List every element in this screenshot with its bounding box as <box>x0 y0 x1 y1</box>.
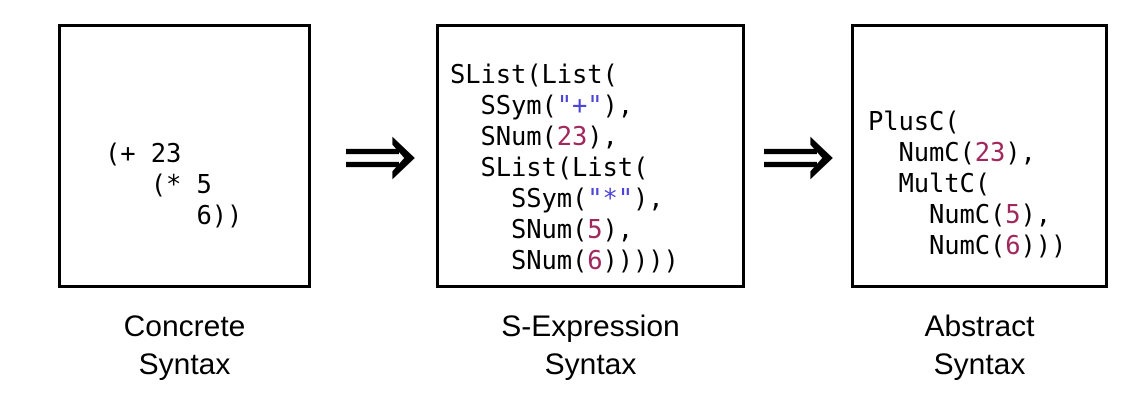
concrete-syntax-code: (+ 23 (* 5 6)) <box>105 138 243 231</box>
s-expression-syntax-box: SList(List( SSym("+"), SNum(23), SList(L… <box>436 24 745 288</box>
double-right-arrow-icon <box>759 132 837 184</box>
caption-s-expression-syntax: S-Expression Syntax <box>501 310 680 381</box>
abstract-syntax-code: PlusC( NumC(23), MultC( NumC(5), NumC(6)… <box>868 106 1067 261</box>
caption-concrete-syntax: Concrete Syntax <box>123 310 246 381</box>
s-expression-syntax-code: SList(List( SSym("+"), SNum(23), SList(L… <box>450 59 679 276</box>
concrete-syntax-box: (+ 23 (* 5 6)) <box>58 24 311 288</box>
double-right-arrow-icon <box>341 132 419 184</box>
caption-abstract-syntax: Abstract Syntax <box>924 310 1035 381</box>
abstract-syntax-box: PlusC( NumC(23), MultC( NumC(5), NumC(6)… <box>851 24 1108 288</box>
